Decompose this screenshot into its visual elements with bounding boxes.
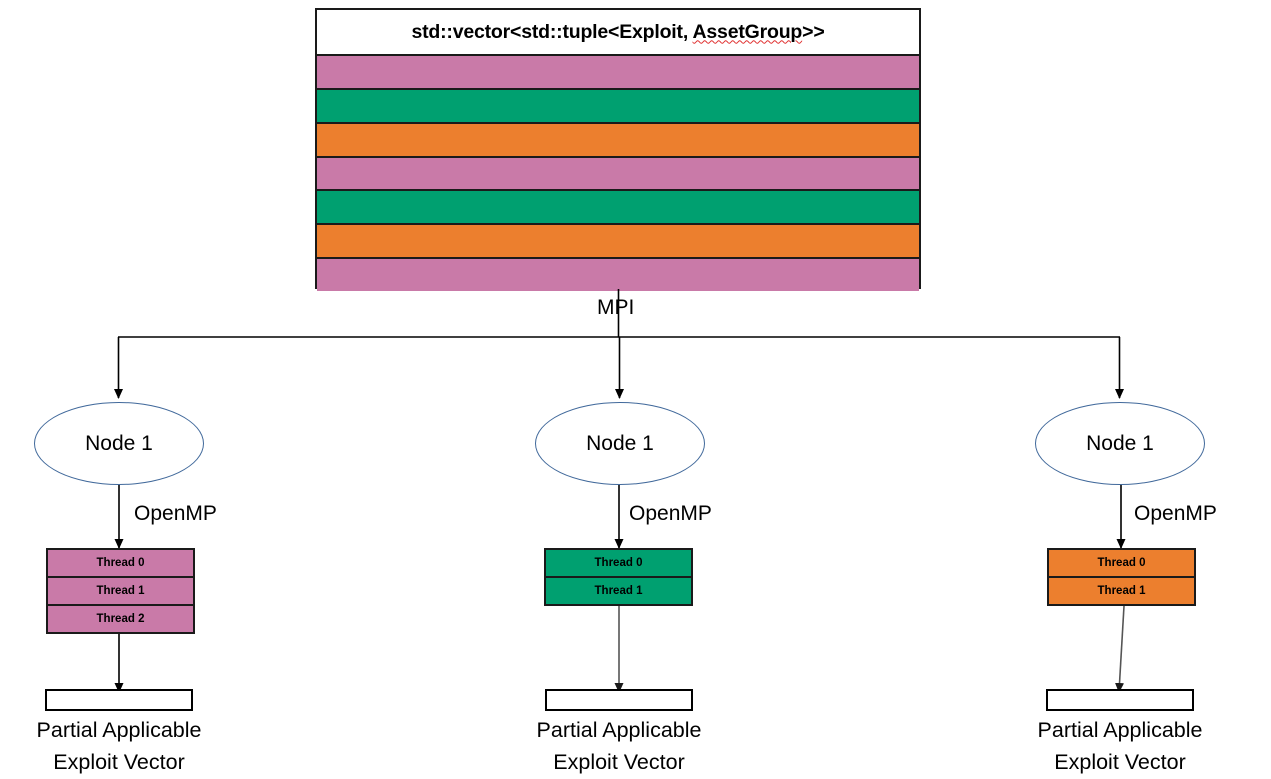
output-caption-3: Partial Applicable Exploit Vector (980, 714, 1260, 778)
vector-band (317, 87, 919, 122)
node-label: Node 1 (1086, 431, 1154, 455)
openmp-label-2: OpenMP (629, 502, 712, 525)
node-label: Node 1 (85, 431, 153, 455)
openmp-label-1: OpenMP (134, 502, 217, 525)
output-caption-line1: Partial Applicable (36, 718, 202, 742)
output-caption-1: Partial Applicable Exploit Vector (0, 714, 259, 778)
node-ellipse-2[interactable]: Node 1 (535, 402, 705, 485)
output-caption-line1: Partial Applicable (1037, 718, 1203, 742)
vector-band (317, 121, 919, 156)
vector-band (317, 54, 919, 88)
thread-row: Thread 0 (48, 550, 193, 576)
vector-type-prefix: std::vector<std::tuple<Exploit, (411, 20, 693, 43)
thread-row: Thread 0 (1049, 550, 1194, 576)
vector-type-assetgroup: AssetGroup (692, 20, 803, 43)
node-ellipse-3[interactable]: Node 1 (1035, 402, 1205, 485)
output-caption-2: Partial Applicable Exploit Vector (479, 714, 759, 778)
thread-row: Thread 2 (48, 604, 193, 632)
output-caption-line1: Partial Applicable (536, 718, 702, 742)
openmp-label-3: OpenMP (1134, 502, 1217, 525)
thread-block-2: Thread 0 Thread 1 (544, 548, 693, 606)
vector-band (317, 155, 919, 190)
vector-band (317, 223, 919, 258)
thread-row: Thread 1 (48, 576, 193, 604)
vector-header: std::vector<std::tuple<Exploit, AssetGro… (317, 10, 919, 54)
output-caption-line2: Exploit Vector (53, 750, 185, 774)
thread-row: Thread 0 (546, 550, 691, 576)
vector-band (317, 189, 919, 224)
thread-block-3: Thread 0 Thread 1 (1047, 548, 1196, 606)
vector-type-signature: std::vector<std::tuple<Exploit, AssetGro… (411, 21, 824, 44)
mpi-label: MPI (597, 296, 635, 319)
output-box-3 (1046, 689, 1194, 711)
output-box-2 (545, 689, 693, 711)
thread-row: Thread 1 (1049, 576, 1194, 604)
thread-block-1: Thread 0 Thread 1 Thread 2 (46, 548, 195, 634)
vector-band (317, 257, 919, 292)
node-label: Node 1 (586, 431, 654, 455)
vector-band-stack (317, 54, 919, 292)
vector-container: std::vector<std::tuple<Exploit, AssetGro… (315, 8, 921, 292)
vector-type-suffix: >> (802, 20, 825, 43)
output-caption-line2: Exploit Vector (553, 750, 685, 774)
output-caption-line2: Exploit Vector (1054, 750, 1186, 774)
node-ellipse-1[interactable]: Node 1 (34, 402, 204, 485)
output-box-1 (45, 689, 193, 711)
thread-row: Thread 1 (546, 576, 691, 604)
